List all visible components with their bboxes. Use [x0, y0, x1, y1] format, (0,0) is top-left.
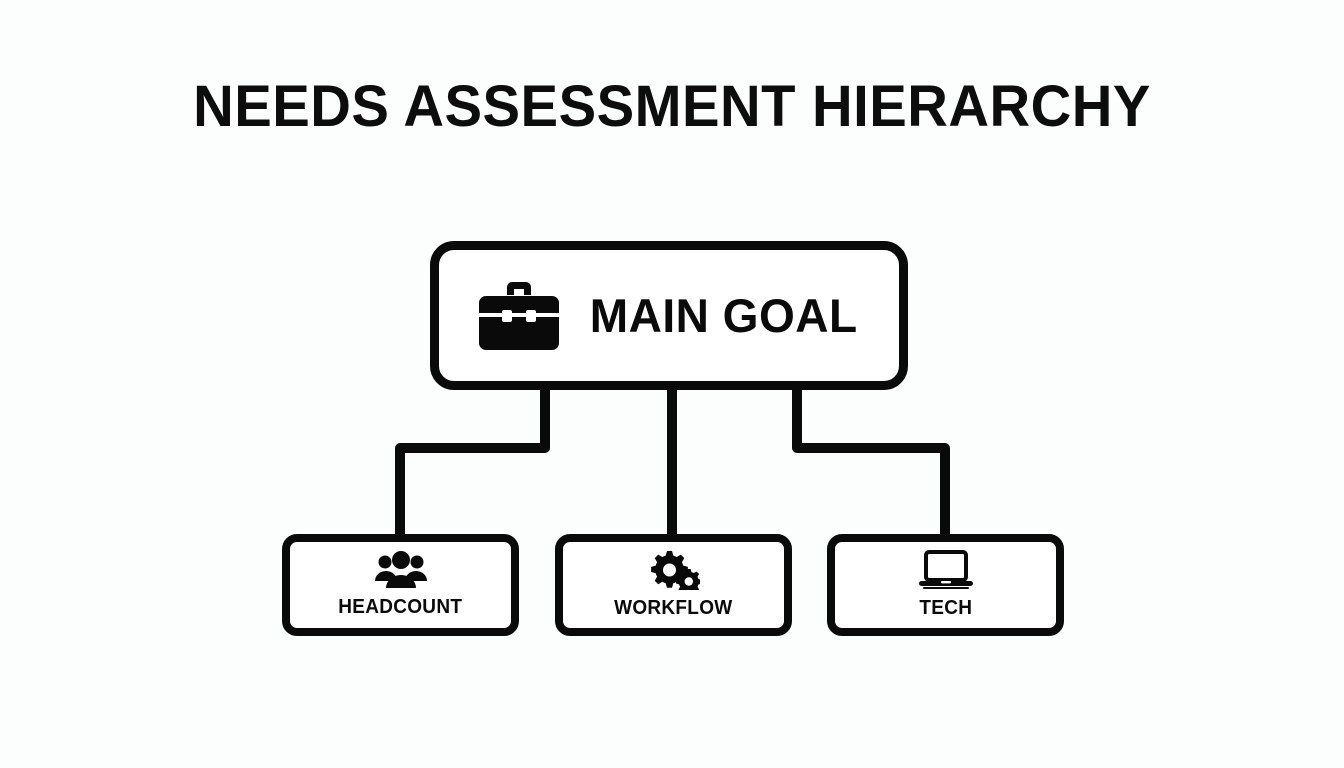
connector-main-goal-to-headcount: [395, 385, 550, 540]
node-main-goal-label: MAIN GOAL: [590, 289, 858, 342]
node-workflow-label: WORKFLOW: [614, 597, 733, 619]
node-headcount[interactable]: HEADCOUNT: [282, 534, 519, 636]
connector-main-goal-to-tech: [792, 385, 950, 540]
laptop-icon: [918, 550, 974, 590]
page-title: NEEDS ASSESSMENT HIERARCHY: [193, 74, 1151, 139]
node-main-goal[interactable]: MAIN GOAL: [430, 241, 908, 390]
node-tech[interactable]: TECH: [827, 534, 1064, 636]
node-workflow[interactable]: WORKFLOW: [555, 534, 792, 636]
people-group-icon: [374, 551, 427, 589]
node-headcount-label: HEADCOUNT: [338, 596, 463, 618]
node-tech-label: TECH: [919, 597, 972, 619]
gears-icon: [648, 550, 702, 595]
briefcase-icon: [477, 279, 561, 353]
